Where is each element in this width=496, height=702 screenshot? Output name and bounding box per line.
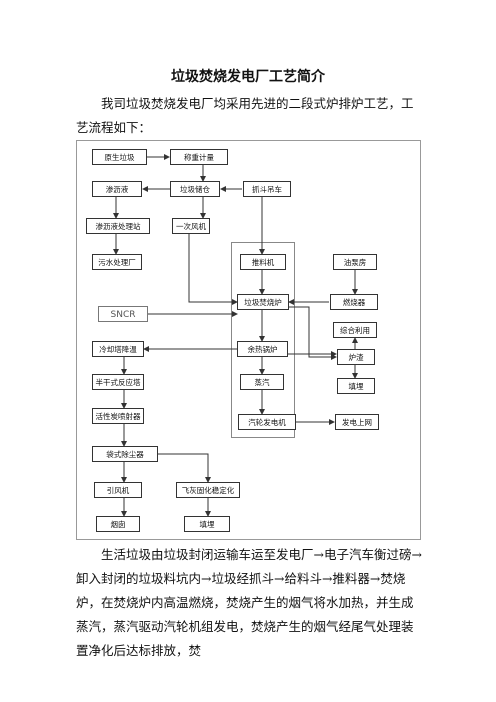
node-chimney: 烟囱 [96,516,140,532]
node-bag-filter: 袋式除尘器 [92,446,158,462]
node-sncr: SNCR [98,306,148,322]
intro-paragraph: 我司垃圾焚烧发电厂均采用先进的二段式炉排炉工艺，工艺流程如下： [76,96,414,135]
node-raw-waste: 原生垃圾 [92,149,147,165]
node-weighing: 称重计量 [170,149,228,165]
node-cooling-tower: 冷却塔降温 [92,341,144,357]
node-storage: 垃圾储仓 [170,181,220,197]
node-steam: 蒸汽 [240,374,284,390]
body-paragraph: 生活垃圾由垃圾封闭运输车运至发电厂→电子汽车衡过磅→卸入封闭的垃圾料坑内→垃圾经… [76,547,422,658]
node-induced-fan: 引风机 [94,482,142,498]
node-sewage-plant: 污水处理厂 [92,254,142,270]
process-flow-diagram: 原生垃圾 称重计量 渗沥液 垃圾储仓 抓斗吊车 渗沥液处理站 一次风机 污水处理… [76,140,421,540]
node-slag: 炉渣 [337,349,375,365]
node-pusher: 推料机 [240,254,286,270]
document-title: 垃圾焚烧发电厂工艺简介 [171,69,325,85]
node-reuse: 综合利用 [333,322,377,338]
node-turbine-generator: 汽轮发电机 [238,414,296,430]
flow-connectors [76,140,421,540]
node-waste-heat-boiler: 余热锅炉 [237,341,288,357]
node-burner: 燃烧器 [330,294,378,310]
node-primary-fan: 一次风机 [172,218,210,234]
node-oil-pump: 油泵房 [333,254,377,270]
node-grid: 发电上网 [335,414,379,430]
node-incinerator: 垃圾焚烧炉 [237,294,289,310]
node-grab-crane: 抓斗吊车 [243,181,291,197]
node-leachate: 渗沥液 [92,181,142,197]
node-carbon-injector: 活性炭喷射器 [92,408,144,424]
node-semi-dry-reactor: 半干式反应塔 [92,374,144,390]
node-landfill: 填埋 [337,378,375,394]
node-fly-ash: 飞灰固化稳定化 [176,482,240,498]
node-leachate-station: 渗沥液处理站 [86,218,150,234]
node-landfill-2: 填埋 [184,516,230,532]
